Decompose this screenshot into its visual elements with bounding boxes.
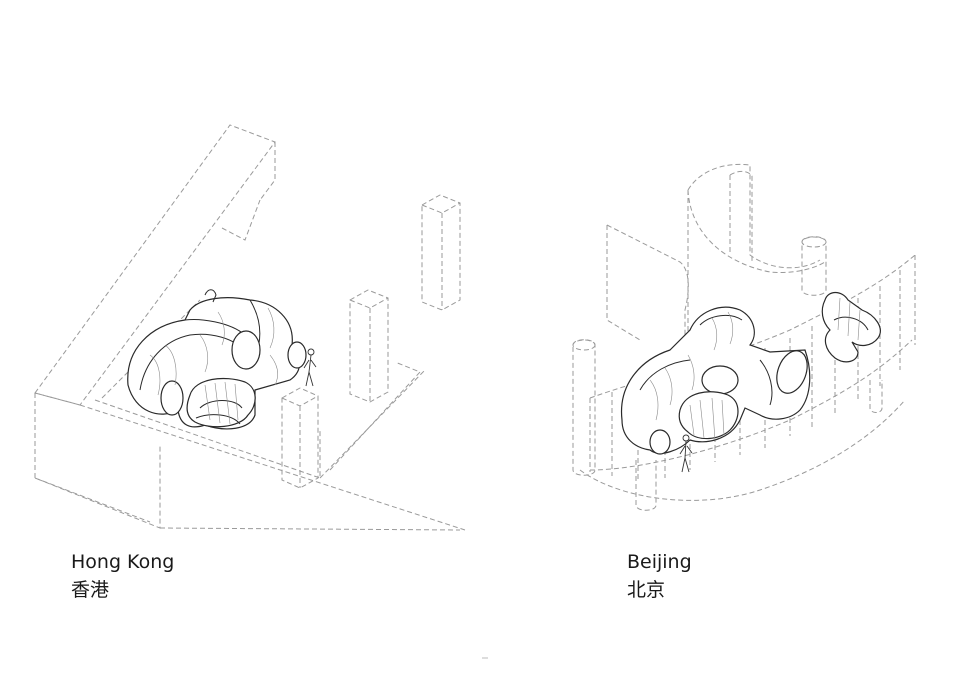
hk-inflatable-sculpture — [127, 289, 307, 430]
hk-dashed-walls — [34, 124, 466, 531]
bj-human-figure — [679, 434, 693, 473]
bj-inflatable-sculpture — [620, 306, 811, 455]
beijing-diagram — [572, 163, 916, 511]
bj-small-inflatable — [821, 291, 881, 363]
caption-beijing-en: Beijing — [627, 551, 692, 573]
caption-hong-kong-cn: 香港 — [71, 579, 110, 601]
caption-beijing-cn: 北京 — [627, 579, 666, 601]
caption-hong-kong-en: Hong Kong — [71, 551, 175, 573]
caption-beijing: Beijing 北京 — [627, 550, 692, 602]
bj-columns — [572, 236, 883, 511]
hk-columns — [281, 194, 461, 489]
caption-hong-kong: Hong Kong 香港 — [71, 550, 174, 602]
hong-kong-diagram — [34, 124, 466, 531]
hk-human-figure — [303, 348, 317, 387]
